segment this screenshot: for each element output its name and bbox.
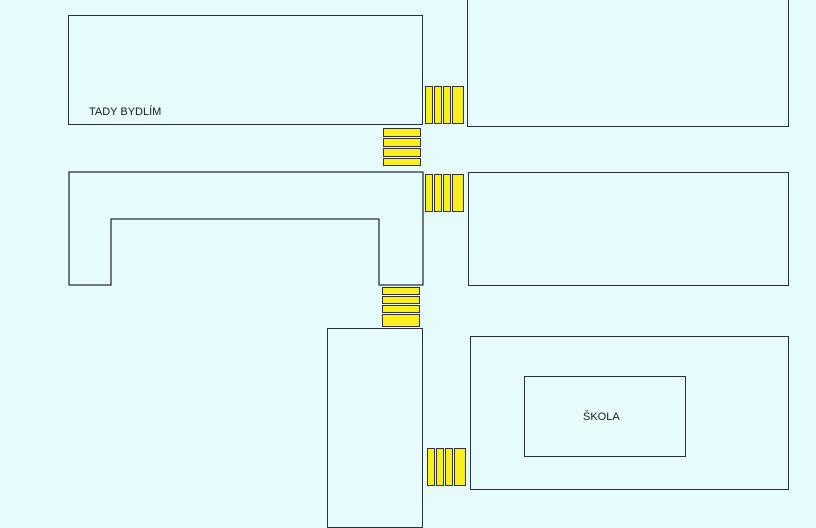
- crosswalk-stripe: [427, 448, 435, 486]
- crosswalk-stripe: [443, 174, 451, 212]
- school-label: ŠKOLA: [583, 411, 620, 423]
- top-right-block: [467, 0, 789, 127]
- u-shaped-building: [68, 171, 424, 286]
- crosswalk-stripe: [445, 448, 453, 486]
- crosswalk-stripe: [425, 174, 433, 212]
- crosswalk-stripe: [382, 305, 420, 313]
- crosswalk-stripe: [434, 174, 442, 212]
- crosswalk-stripe: [425, 86, 433, 124]
- crosswalk-stripe: [443, 86, 451, 124]
- crosswalk-stripe: [434, 86, 442, 124]
- home-label: TADY BYDLÍM: [89, 106, 162, 118]
- crosswalk-stripe: [436, 448, 444, 486]
- crosswalk-stripe: [382, 296, 420, 304]
- home-block: [68, 15, 423, 125]
- school-building: [524, 376, 686, 457]
- bottom-left-block: [327, 328, 423, 528]
- crosswalk-stripe: [382, 314, 420, 327]
- crosswalk-stripe: [383, 158, 421, 166]
- crosswalk-stripe: [383, 148, 421, 157]
- crosswalk-stripe: [452, 174, 464, 212]
- crosswalk-stripe: [382, 287, 420, 295]
- crosswalk-stripe: [454, 448, 466, 486]
- crosswalk-stripe: [383, 138, 421, 147]
- crosswalk-stripe: [383, 128, 421, 137]
- middle-right-block: [468, 172, 789, 286]
- crosswalk-stripe: [452, 86, 464, 124]
